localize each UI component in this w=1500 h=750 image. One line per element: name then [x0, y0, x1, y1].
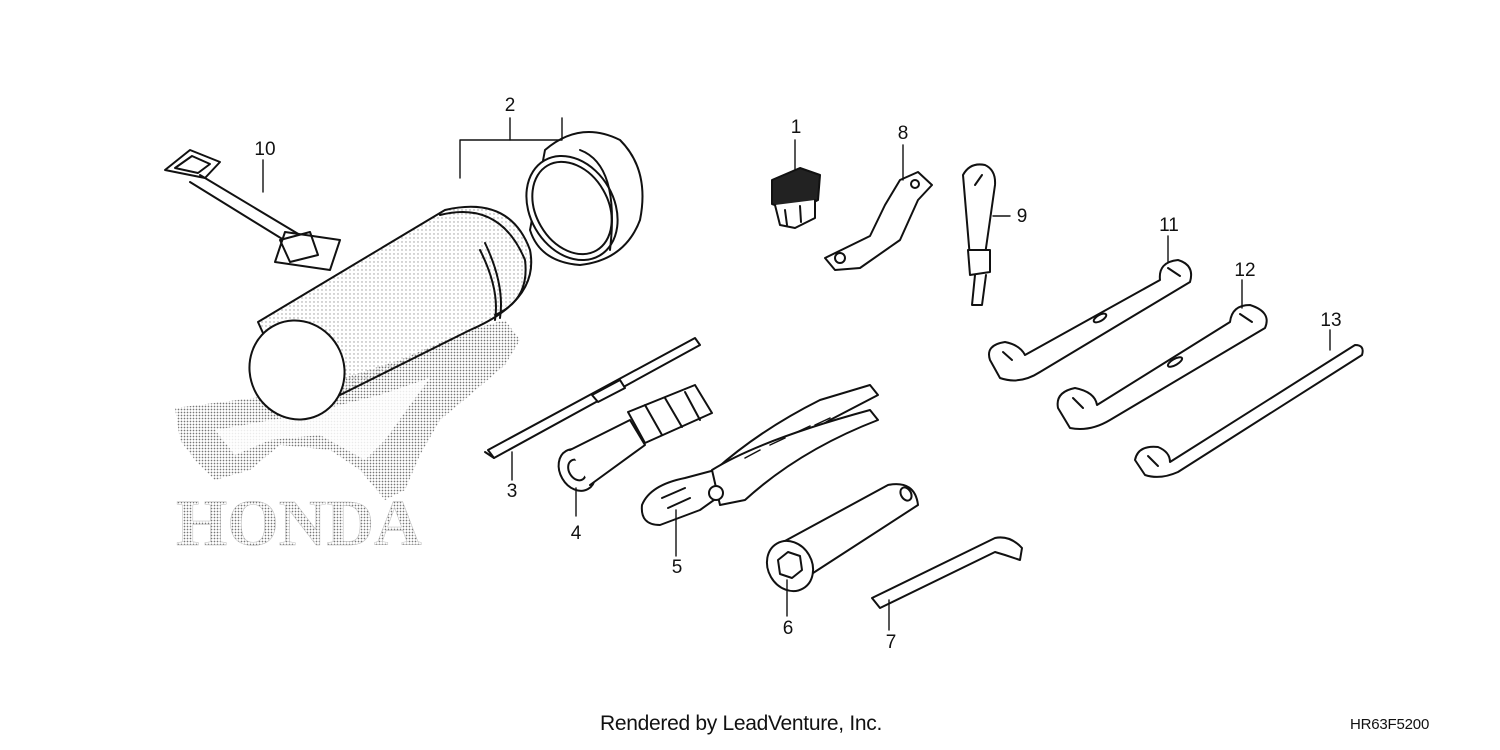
render-credit: Rendered by LeadVenture, Inc. — [600, 712, 883, 735]
callout-7: 7 — [885, 632, 897, 653]
callout-6: 6 — [782, 618, 794, 639]
callout-4: 4 — [570, 523, 582, 544]
callout-1: 1 — [790, 117, 802, 138]
part-10-strap — [164, 149, 341, 271]
callout-13: 13 — [1320, 310, 1342, 331]
leader-lines — [262, 117, 1331, 631]
callout-12: 12 — [1234, 260, 1256, 281]
part-8-bracket — [824, 171, 933, 271]
part-7-hex-key — [871, 536, 1023, 609]
part-2-tool-bag — [248, 131, 644, 421]
honda-watermark: HONDA — [175, 320, 520, 560]
part-6-plug-wrench — [765, 483, 919, 593]
callout-5: 5 — [671, 557, 683, 578]
diagram-code: HR63F5200 — [1350, 716, 1430, 733]
callout-11: 11 — [1159, 215, 1179, 236]
callout-8: 8 — [897, 123, 909, 144]
part-3-screwdriver — [484, 337, 701, 459]
part-13-rod-wrench — [1134, 344, 1364, 478]
part-11-wrench — [988, 259, 1193, 382]
part-9-driver — [962, 163, 997, 306]
part-12-wrench — [1056, 304, 1268, 430]
part-4-socket-driver — [557, 384, 713, 492]
part-5-pliers — [640, 384, 879, 526]
callout-9: 9 — [1016, 206, 1028, 227]
honda-brand-text: HONDA — [176, 487, 422, 560]
callout-2: 2 — [504, 95, 516, 116]
callout-3: 3 — [506, 481, 518, 502]
callout-10: 10 — [254, 139, 276, 160]
part-1-fuse — [771, 167, 821, 229]
